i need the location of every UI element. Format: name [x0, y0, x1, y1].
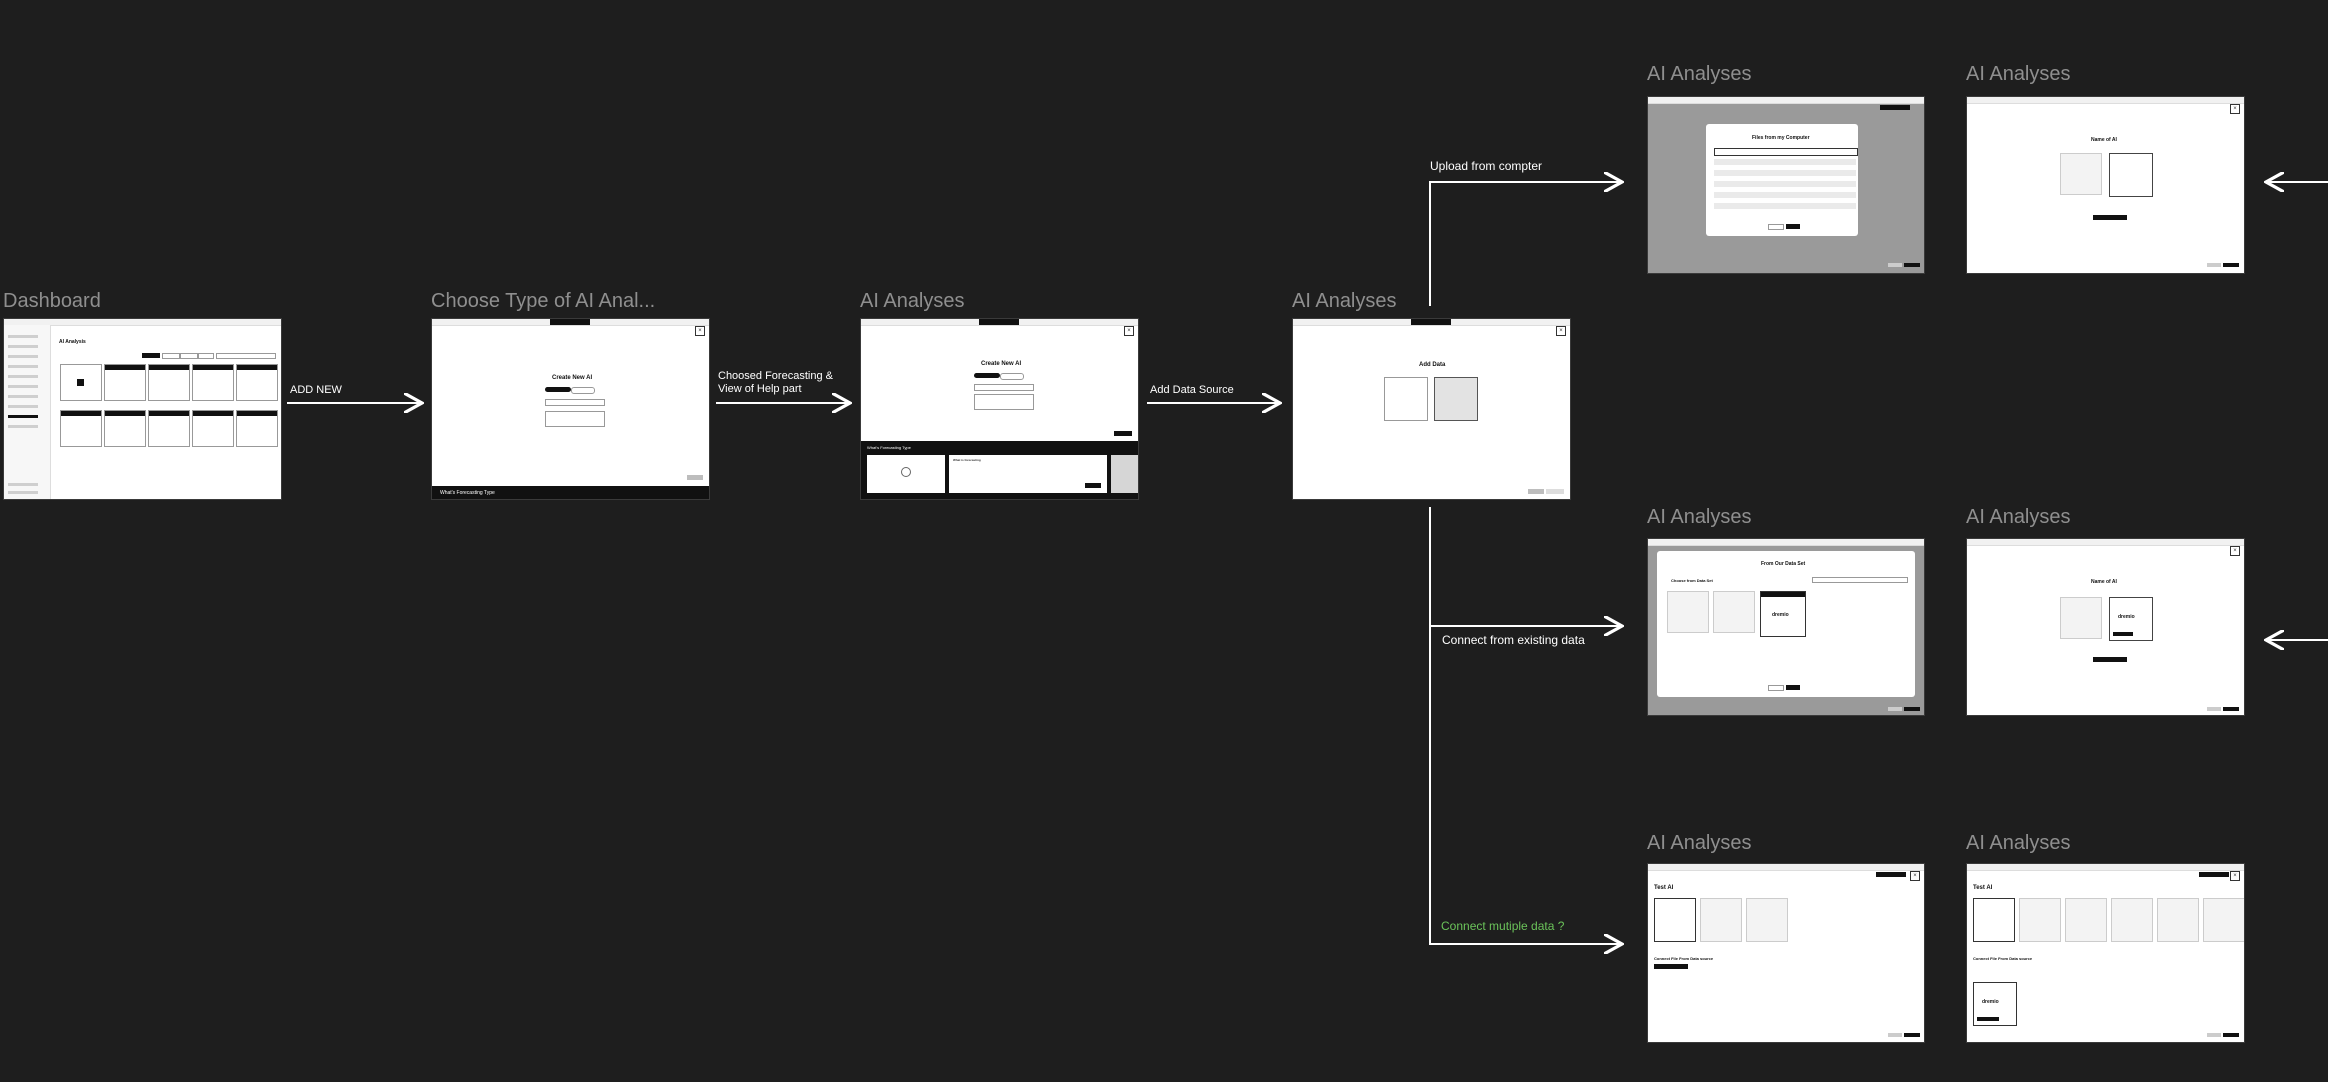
screen-ai-analyses-help[interactable]: × Create New AI What's Forecasting Type …: [860, 318, 1139, 500]
frame-title-add-data: AI Analyses: [1292, 290, 1397, 312]
label-add-data-source: Add Data Source: [1150, 384, 1234, 396]
test-ai-heading: Test AI: [1973, 885, 1993, 891]
choose-from-dataset-label: Choose from Data Set: [1671, 578, 1713, 583]
screen-upload-name[interactable]: × Name of AI: [1966, 96, 2245, 274]
label-add-new: ADD NEW: [290, 384, 342, 396]
existing-option-card[interactable]: [1434, 377, 1478, 421]
name-of-ai-heading: Name of AI: [2091, 137, 2117, 143]
close-icon[interactable]: ×: [1124, 326, 1134, 336]
connect-file-section: Connect File From Data source: [1973, 956, 2033, 961]
label-connect-multiple: Connect mutiple data ?: [1441, 919, 1565, 933]
frame-title-multi-test: AI Analyses: [1647, 832, 1752, 854]
add-data-heading: Add Data: [1419, 362, 1446, 368]
screen-upload-files[interactable]: Files from my Computer: [1647, 96, 1925, 274]
close-icon[interactable]: ×: [2230, 871, 2240, 881]
help-footer-text: What's Forecasting Type: [440, 490, 495, 496]
label-choosed-forecasting-2: View of Help part: [718, 383, 802, 395]
close-icon[interactable]: ×: [2230, 104, 2240, 114]
close-icon[interactable]: ×: [2230, 546, 2240, 556]
connect-file-section: Connect File From Data source: [1654, 956, 1714, 961]
video-thumbnail[interactable]: [867, 455, 945, 493]
upload-option-card[interactable]: [1384, 377, 1428, 421]
label-choosed-forecasting-1: Choosed Forecasting &: [718, 370, 833, 382]
close-icon[interactable]: ×: [1556, 326, 1566, 336]
label-upload-from-computer: Upload from compter: [1430, 159, 1543, 173]
screen-multi-test[interactable]: × Test AI Connect File From Data source: [1647, 863, 1925, 1043]
sidebar: [4, 325, 51, 499]
screen-dashboard[interactable]: AI Analysis: [3, 318, 282, 500]
screen-existing-dataset[interactable]: From Our Data Set Choose from Data Set d…: [1647, 538, 1925, 716]
help-panel-title: What's Forecasting Type: [867, 445, 911, 450]
dremio-logo-text: dremio: [1772, 612, 1789, 618]
dremio-source-card[interactable]: dremio: [1973, 982, 2017, 1026]
screen-add-data[interactable]: × Add Data: [1292, 318, 1571, 500]
frame-title-upload-name: AI Analyses: [1966, 63, 2071, 85]
dremio-source-card[interactable]: dremio: [1760, 591, 1806, 637]
dremio-logo-text: dremio: [2118, 614, 2135, 620]
upload-modal[interactable]: Files from my Computer: [1706, 124, 1858, 236]
test-ai-heading: Test AI: [1654, 885, 1674, 891]
frame-title-upload-files: AI Analyses: [1647, 63, 1752, 85]
frame-title-dashboard: Dashboard: [3, 290, 101, 312]
close-icon[interactable]: ×: [1910, 871, 1920, 881]
screen-existing-name[interactable]: × Name of AI dremio: [1966, 538, 2245, 716]
frame-title-multi-test2: AI Analyses: [1966, 832, 2071, 854]
dremio-logo-text: dremio: [1982, 999, 1999, 1005]
create-new-ai-heading: Create New AI: [552, 375, 593, 381]
upload-modal-title: Files from my Computer: [1752, 135, 1810, 141]
screen-multi-test2[interactable]: × Test AI Connect File From Data source …: [1966, 863, 2245, 1043]
create-new-ai-heading: Create New AI: [981, 361, 1022, 367]
close-icon[interactable]: ×: [695, 326, 705, 336]
frame-title-ai-analyses-help: AI Analyses: [860, 290, 965, 312]
frame-title-choose-type: Choose Type of AI Anal...: [431, 290, 656, 312]
screen-choose-type[interactable]: × Create New AI What's Forecasting Type: [431, 318, 710, 500]
name-of-ai-heading: Name of AI: [2091, 579, 2117, 585]
arrow-upload: [1429, 182, 1620, 306]
page-title: AI Analysis: [59, 339, 86, 345]
dremio-source-card[interactable]: dremio: [2109, 597, 2153, 641]
frame-title-existing-dataset: AI Analyses: [1647, 506, 1752, 528]
frame-title-existing-name: AI Analyses: [1966, 506, 2071, 528]
label-connect-existing: Connect from existing data: [1442, 633, 1585, 647]
help-card: What is forecasting: [949, 455, 1107, 493]
dataset-modal-title: From Our Data Set: [1761, 561, 1806, 567]
dataset-modal[interactable]: From Our Data Set Choose from Data Set d…: [1657, 551, 1915, 697]
